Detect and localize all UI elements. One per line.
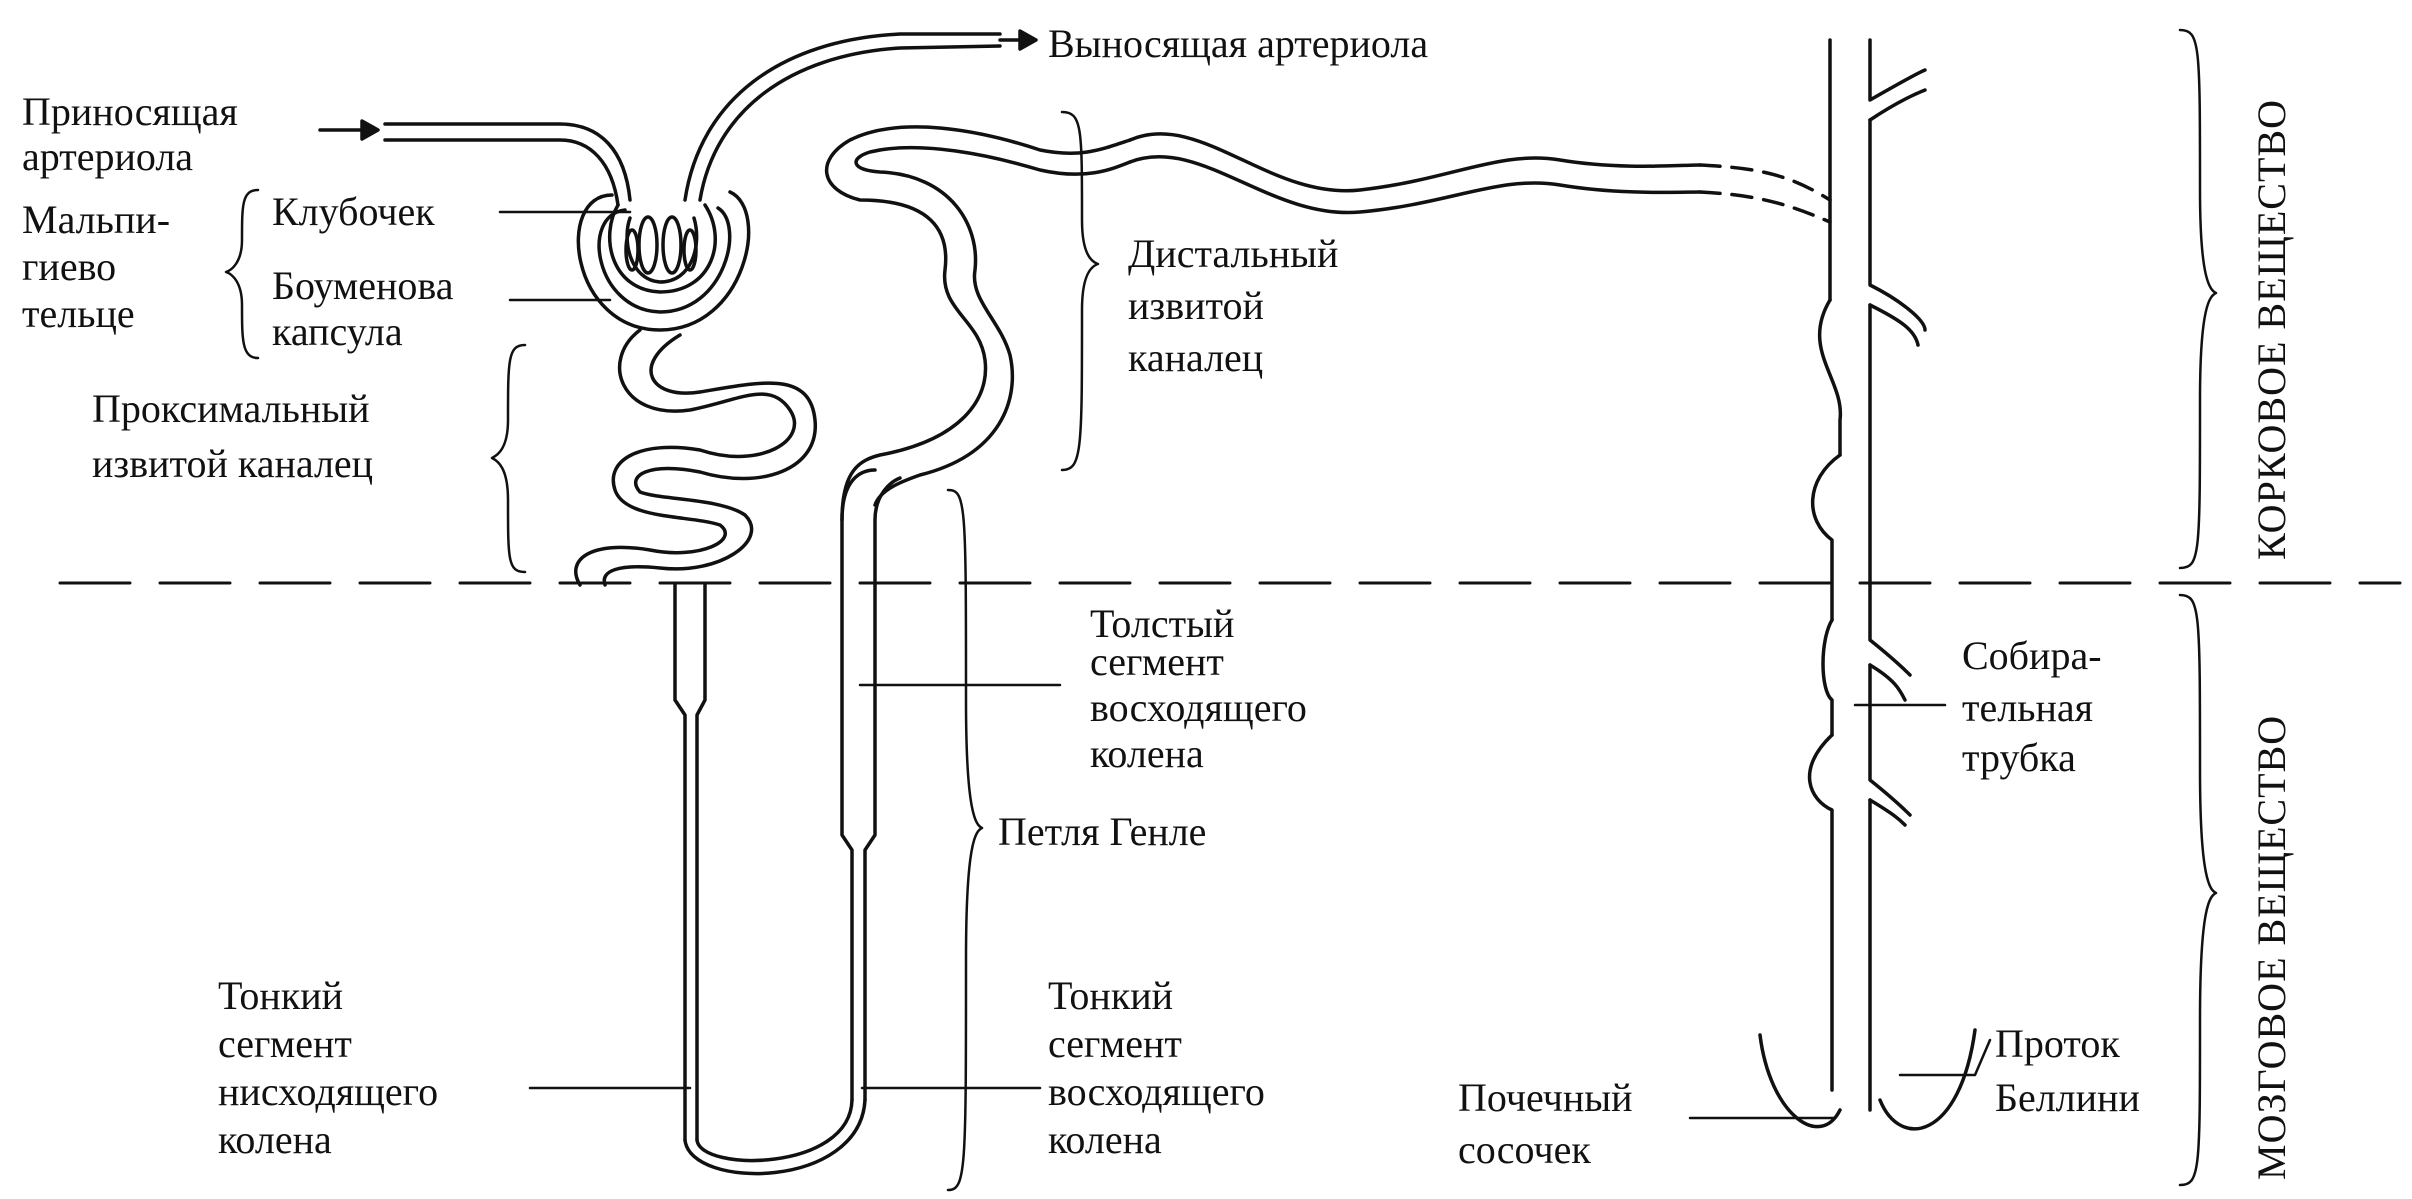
label-thin-asc-4: колена [1048, 1116, 1162, 1164]
label-collecting-3: трубка [1962, 734, 2076, 782]
label-afferent-arteriole-2: артериола [22, 133, 193, 181]
label-malpighian-2: гиево [22, 243, 116, 291]
descending-limb [675, 585, 705, 1140]
afferent-arrow-icon [320, 121, 378, 139]
label-malpighian-1: Мальпи- [22, 196, 170, 244]
collecting-duct [1810, 40, 1925, 1110]
efferent-arrow-icon [1000, 31, 1036, 49]
label-thick-2: сегмент [1090, 638, 1224, 686]
brace-cortex [2180, 30, 2216, 568]
brace-henle [948, 490, 982, 1190]
brace-medulla [2180, 595, 2216, 1185]
label-collecting-1: Собира- [1962, 632, 2102, 680]
label-proximal-1: Проксимальный [92, 385, 370, 433]
efferent-arteriole [685, 34, 1000, 200]
label-malpighian-3: тельце [22, 290, 135, 338]
label-papilla-2: сосочек [1458, 1126, 1591, 1174]
loop-of-henle-bend [685, 1100, 865, 1174]
label-thin-desc-4: колена [218, 1116, 332, 1164]
label-distal-1: Дистальный [1128, 230, 1338, 278]
label-thick-4: колена [1090, 730, 1204, 778]
glomerulus [610, 205, 716, 292]
label-bowman-1: Боуменова [272, 262, 454, 310]
label-thin-desc-3: нисходящего [218, 1068, 438, 1116]
label-collecting-2: тельная [1962, 684, 2093, 732]
label-thin-desc-1: Тонкий [218, 972, 343, 1020]
proximal-tubule [576, 330, 816, 585]
label-henle: Петля Генле [998, 808, 1206, 856]
label-thick-3: восходящего [1090, 684, 1307, 732]
label-cortex: КОРКОВОЕ ВЕЩЕСТВО [2248, 99, 2295, 560]
distal-tubule [827, 127, 1130, 520]
label-efferent-arteriole: Выносящая артериола [1048, 20, 1428, 68]
connecting-tubule [1130, 134, 1830, 222]
renal-papilla [1760, 1035, 1840, 1127]
brace-proximal [492, 345, 525, 572]
bellini-duct-curve [1880, 1030, 1975, 1129]
label-thin-asc-1: Тонкий [1048, 972, 1173, 1020]
brace-distal [1062, 112, 1098, 470]
label-papilla-1: Почечный [1458, 1074, 1633, 1122]
label-medulla: МОЗГОВОЕ ВЕЩЕСТВО [2248, 715, 2295, 1180]
label-distal-2: извитой [1128, 282, 1264, 330]
label-proximal-2: извитой каналец [92, 440, 373, 488]
label-bellini-1: Проток [1995, 1020, 2120, 1068]
label-glomerulus: Клубочек [272, 188, 435, 236]
label-thin-desc-2: сегмент [218, 1020, 352, 1068]
label-thin-asc-3: восходящего [1048, 1068, 1265, 1116]
label-bellini-2: Беллини [1995, 1074, 2140, 1122]
leader-bellini [1900, 1040, 1990, 1075]
ascending-limb [842, 470, 900, 1100]
label-thin-asc-2: сегмент [1048, 1020, 1182, 1068]
label-bowman-2: капсула [272, 308, 403, 356]
label-distal-3: каналец [1128, 334, 1263, 382]
label-afferent-arteriole-1: Приносящая [22, 88, 238, 136]
brace-malpighian [226, 190, 258, 358]
